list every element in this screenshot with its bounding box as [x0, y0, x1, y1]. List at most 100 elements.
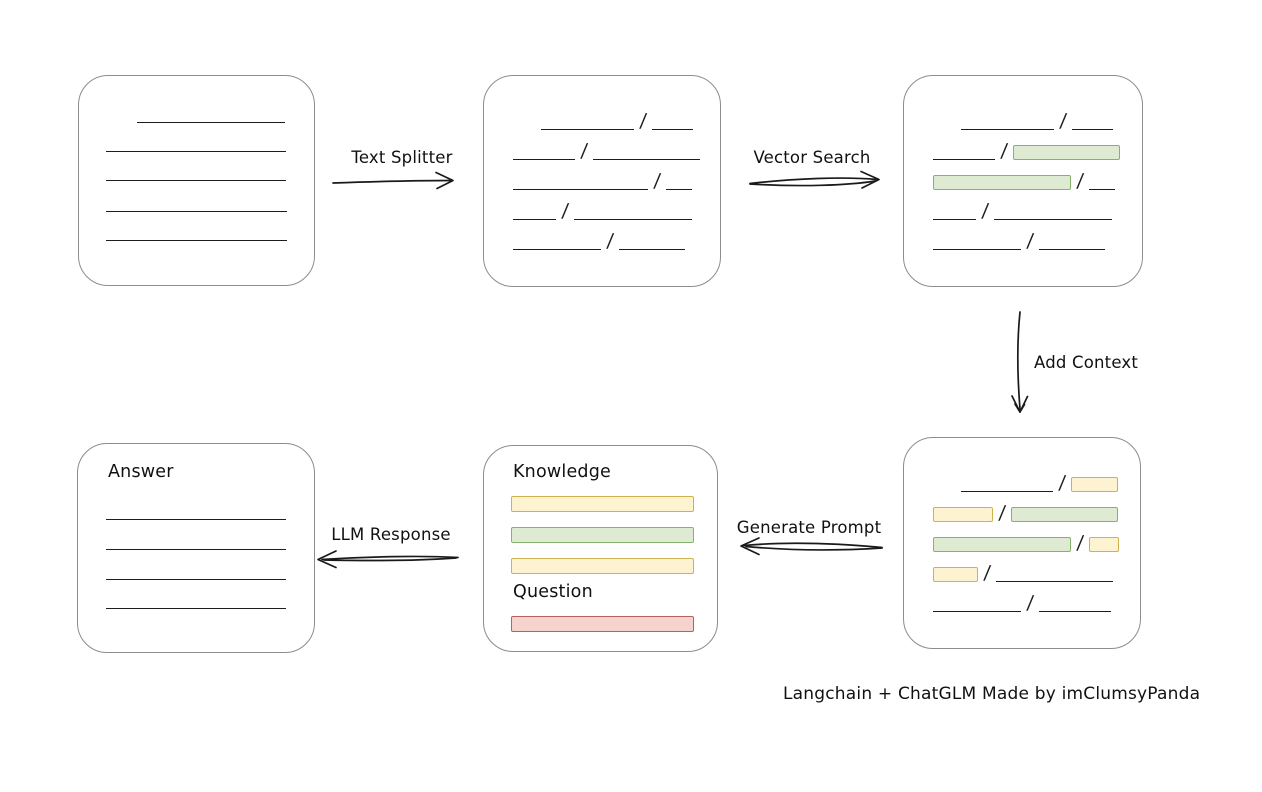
- green-highlight-bar: [933, 537, 1071, 552]
- green-highlight-bar: [1013, 145, 1121, 160]
- text-line: [996, 580, 1114, 582]
- chunk-row: /: [933, 552, 1119, 584]
- knowledge-label: Knowledge: [513, 462, 611, 482]
- slash-separator: /: [1075, 170, 1085, 192]
- chunk-rows: / / / / /: [513, 100, 701, 252]
- slash-separator: /: [1058, 110, 1068, 132]
- chunk-row: /: [513, 100, 700, 132]
- slash-separator: /: [652, 170, 662, 192]
- text-line: [933, 218, 976, 220]
- text-line: [933, 610, 1021, 612]
- slash-separator: /: [982, 562, 992, 584]
- text-line: [137, 122, 285, 123]
- search-results-box: / / / / /: [903, 75, 1143, 287]
- document-box: [78, 75, 315, 286]
- text-line: [961, 490, 1053, 492]
- text-line: [1072, 128, 1114, 130]
- indent-gap: [513, 129, 541, 130]
- yellow-highlight-bar: [511, 558, 694, 574]
- text-line: [541, 128, 634, 130]
- chunk-row: /: [933, 190, 1120, 222]
- slash-separator: /: [1025, 230, 1035, 252]
- chunk-row: /: [513, 190, 700, 222]
- text-splitter-label: Text Splitter: [351, 148, 453, 167]
- text-line: [593, 158, 701, 160]
- text-line: [961, 128, 1054, 130]
- chunk-row: /: [933, 522, 1120, 554]
- question-bars: [511, 616, 694, 632]
- text-splitter-arrow: [332, 171, 454, 190]
- question-label: Question: [513, 582, 593, 602]
- text-line: [1039, 610, 1112, 612]
- answer-box: Answer: [77, 443, 315, 653]
- vector-search-label: Vector Search: [753, 148, 871, 167]
- text-line: [1089, 188, 1116, 190]
- red-highlight-bar: [511, 616, 694, 632]
- vector-search-arrow: [749, 170, 880, 189]
- chunk-row: /: [933, 130, 1121, 162]
- text-line: [106, 180, 286, 181]
- yellow-highlight-bar: [1071, 477, 1119, 492]
- prompt-box: Knowledge Question: [483, 445, 718, 652]
- chunk-row: /: [933, 100, 1120, 132]
- answer-label: Answer: [108, 462, 174, 482]
- slash-separator: /: [1075, 532, 1085, 554]
- chunk-row: /: [933, 492, 1119, 524]
- text-line: [1039, 248, 1106, 250]
- green-highlight-bar: [511, 527, 694, 543]
- chunk-row: /: [513, 220, 700, 252]
- text-line: [933, 158, 995, 160]
- slash-separator: /: [999, 140, 1009, 162]
- yellow-highlight-bar: [933, 567, 978, 582]
- text-line: [994, 218, 1113, 220]
- slash-separator: /: [560, 200, 570, 222]
- llm-response-arrow: [317, 550, 459, 569]
- indent-gap: [933, 491, 961, 492]
- slash-separator: /: [1025, 592, 1035, 614]
- green-highlight-bar: [1011, 507, 1119, 522]
- slash-separator: /: [980, 200, 990, 222]
- yellow-highlight-bar: [933, 507, 993, 522]
- chunk-row: /: [513, 160, 700, 192]
- context-chunk-rows: / / / / /: [933, 462, 1120, 614]
- chunk-row: /: [933, 160, 1120, 192]
- chunk-row: /: [933, 582, 1119, 614]
- text-line: [513, 188, 648, 190]
- text-line: [106, 549, 286, 550]
- context-chunks-box: / / / / /: [903, 437, 1141, 649]
- chunk-row: /: [933, 462, 1119, 494]
- text-line: [619, 248, 686, 250]
- chunk-row: /: [933, 220, 1120, 252]
- text-line: [106, 240, 287, 241]
- llm-response-label: LLM Response: [331, 525, 451, 544]
- text-line: [106, 211, 287, 212]
- slash-separator: /: [1057, 472, 1067, 494]
- text-line: [106, 579, 286, 580]
- search-result-rows: / / / / /: [933, 100, 1121, 252]
- generate-prompt-arrow: [740, 537, 883, 556]
- yellow-highlight-bar: [1089, 537, 1120, 552]
- text-line: [513, 248, 601, 250]
- generate-prompt-label: Generate Prompt: [736, 518, 882, 537]
- yellow-highlight-bar: [511, 496, 694, 512]
- add-context-label: Add Context: [1034, 353, 1139, 372]
- text-line: [666, 188, 693, 190]
- text-line: [106, 151, 286, 152]
- slash-separator: /: [997, 502, 1007, 524]
- slash-separator: /: [579, 140, 589, 162]
- text-line: [106, 608, 286, 609]
- slash-separator: /: [638, 110, 648, 132]
- text-line: [513, 218, 556, 220]
- text-line: [574, 218, 693, 220]
- green-highlight-bar: [933, 175, 1071, 190]
- knowledge-bars: [511, 496, 694, 574]
- text-line: [106, 519, 286, 520]
- chunks-box: / / / / /: [483, 75, 721, 287]
- add-context-arrow: [1011, 311, 1029, 413]
- diagram-caption: Langchain + ChatGLM Made by imClumsyPand…: [783, 684, 1201, 704]
- text-line: [513, 158, 575, 160]
- text-line: [652, 128, 694, 130]
- text-line: [933, 248, 1021, 250]
- slash-separator: /: [605, 230, 615, 252]
